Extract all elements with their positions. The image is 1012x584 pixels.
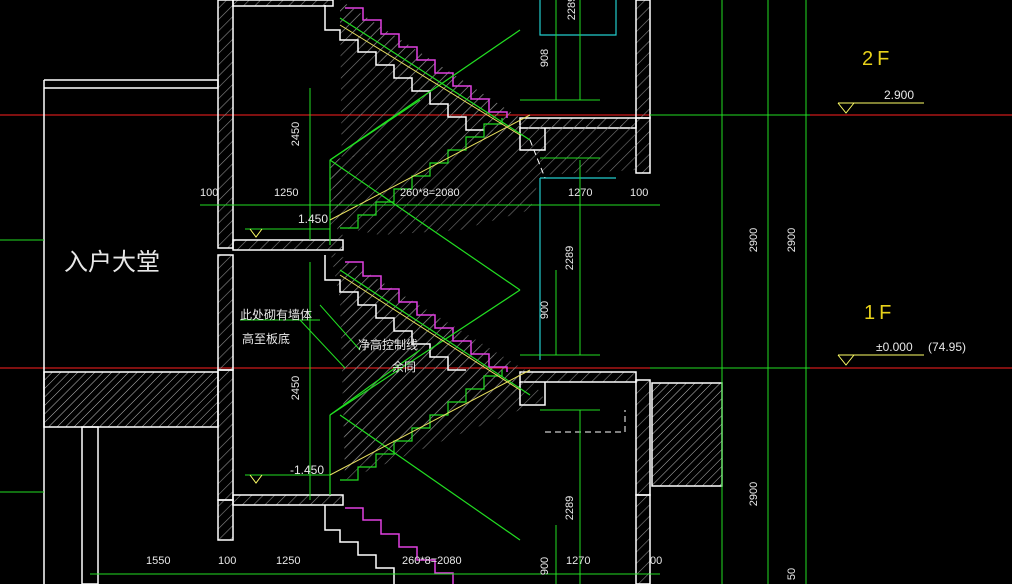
dim-vert-2289-mid: 2289 xyxy=(564,245,577,271)
dim-top-100a: 100 xyxy=(200,187,219,199)
dim-top-100b: 100 xyxy=(630,187,649,199)
dim-vert-2289-top: 2289 xyxy=(566,0,579,21)
columns-cyan xyxy=(539,0,617,360)
landing-level-upper: 1.450 xyxy=(298,212,329,226)
dimension-lines xyxy=(90,0,810,584)
dim-vert-2900-b: 2900 xyxy=(786,227,799,253)
dim-vert-2900-c: 2900 xyxy=(748,481,761,507)
dim-vert-2289-bot: 2289 xyxy=(564,495,577,521)
clear-height-note: 净高控制线 xyxy=(358,338,419,352)
stair-wall-left xyxy=(217,0,234,541)
dashed-lines xyxy=(529,139,626,433)
dim-top-2080: 260*8=2080 xyxy=(400,187,460,199)
floor-label-2f: 2F xyxy=(862,48,894,70)
dim-bot-1270: 1270 xyxy=(566,555,591,567)
landing-slabs xyxy=(232,0,344,506)
flight-hatch-upper-right xyxy=(330,125,636,235)
dim-top-1270: 1270 xyxy=(568,187,593,199)
wall-note-2: 高至板底 xyxy=(242,332,291,346)
dim-vert-908: 908 xyxy=(539,48,552,68)
slab-1f-left xyxy=(43,371,219,428)
floor-label-1f: 1F xyxy=(864,302,896,324)
dim-bot-1250: 1250 xyxy=(276,555,301,567)
dim-top-1250: 1250 xyxy=(274,187,299,199)
steps-white xyxy=(324,5,546,584)
dim-vert-2450-a: 2450 xyxy=(290,121,303,147)
flight-hatch-mid xyxy=(330,250,545,480)
wall-note-1: 此处砌有墙体 xyxy=(240,308,313,322)
stair-wall-right xyxy=(635,0,651,584)
dim-vert-900-mid: 900 xyxy=(539,300,552,320)
dim-bot-100: 100 xyxy=(218,555,237,567)
dim-vert-2450-b: 2450 xyxy=(290,375,303,401)
floor-level-1f: ±0.000 xyxy=(876,340,913,354)
flight-hatch-top xyxy=(340,0,520,130)
slab-1f-right xyxy=(651,382,723,487)
steps-magenta xyxy=(345,7,508,584)
incline-lines xyxy=(329,24,531,476)
floor-level-2f: 2.900 xyxy=(884,88,915,102)
dim-vert-2900-a: 2900 xyxy=(748,227,761,253)
steps-green xyxy=(329,17,531,541)
left-wall-structure xyxy=(0,79,219,584)
level-markers xyxy=(249,102,924,484)
floor-abs-1f: (74.95) xyxy=(928,340,967,354)
landing-level-lower: -1.450 xyxy=(290,463,325,477)
dim-bot-00: 00 xyxy=(650,555,663,567)
dim-bot-1550: 1550 xyxy=(146,555,171,567)
same-note: 余同 xyxy=(392,360,417,374)
room-label: 入户大堂 xyxy=(64,249,160,276)
wall-lower-left xyxy=(81,426,99,584)
dim-vert-50: 50 xyxy=(786,567,799,581)
dim-vert-900-bot: 900 xyxy=(539,556,552,576)
dim-bot-2080: 260*8=2080 xyxy=(402,555,462,567)
